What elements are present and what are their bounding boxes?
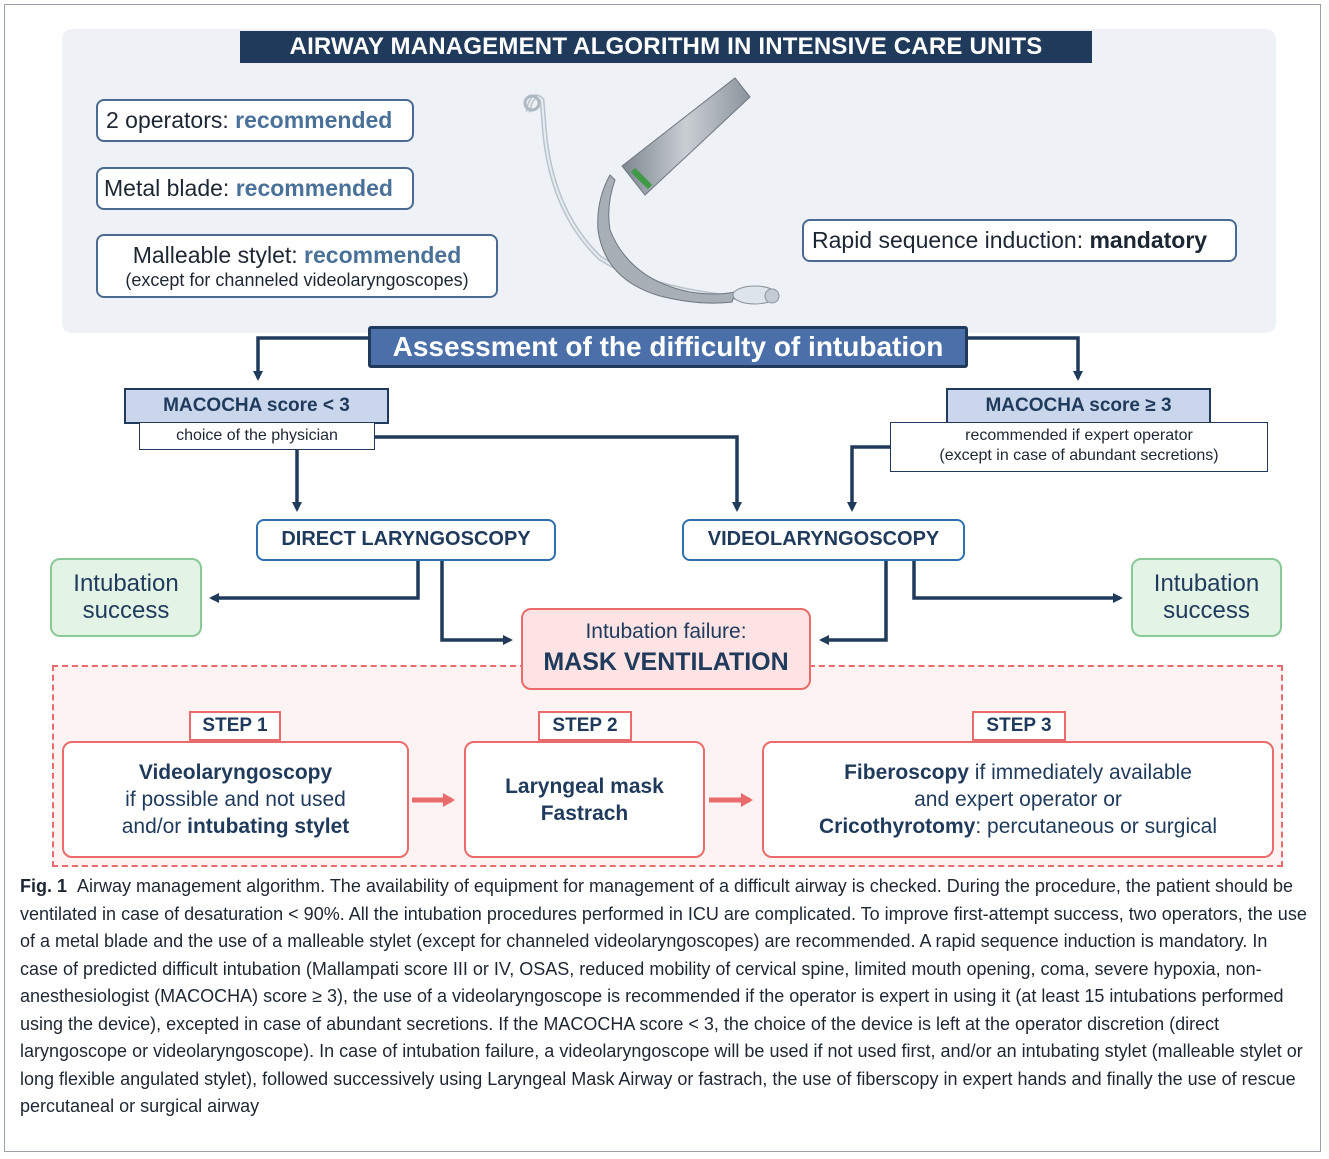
arrow-high-to-video [847,445,890,512]
stylet-pill: Malleable stylet: recommended (except fo… [96,234,498,298]
arrow-video-to-failure [819,561,888,645]
macocha-high-note-line2: (except in case of abundant secretions) [939,447,1219,464]
success-right-line1: Intubation [1153,570,1260,597]
assessment-box: Assessment of the difficulty of intubati… [368,326,968,368]
step1-line3-pre: and/or [121,815,188,838]
arrow-to-macocha-high [968,336,1083,381]
step3-line3-rest: : percutaneous or surgical [975,815,1217,838]
arrow-low-to-video [375,435,742,512]
blade-value: recommended [235,175,393,201]
laryngoscope-illustration [523,77,780,305]
failure-box: Intubation failure: MASK VENTILATION [521,608,811,690]
caption-text: Airway management algorithm. The availab… [20,876,1307,1116]
step3-label: STEP 3 [972,711,1066,741]
step3-line1-rest: if immediately available [968,761,1192,784]
step2-line1: Laryngeal mask [505,774,664,798]
step1-box: Videolaryngoscopy if possible and not us… [62,741,409,858]
macocha-low-note: choice of the physician [139,422,375,450]
direct-laryngoscopy-box: DIRECT LARYNGOSCOPY [256,519,556,561]
step1-line3-bold: intubating stylet [187,815,350,838]
step2-line2: Fastrach [540,801,629,825]
blade-text: Metal blade: [104,175,236,201]
step2-box: Laryngeal mask Fastrach [464,741,705,858]
caption-fig-label: Fig. 1 [20,876,68,896]
rsi-text: Rapid sequence induction: [812,227,1090,253]
operators-pill: 2 operators: recommended [96,99,414,142]
operators-value: recommended [235,107,393,133]
arrow-to-macocha-low [253,336,368,381]
success-right-line2: success [1163,597,1250,624]
operators-text: 2 operators: [106,107,236,133]
stylet-note: (except for channeled videolaryngoscopes… [125,270,469,290]
rsi-pill: Rapid sequence induction: mandatory [802,219,1237,262]
macocha-high-note: recommended if expert operator (except i… [890,422,1268,472]
success-left-line2: success [82,597,170,624]
macocha-high-box: MACOCHA score ≥ 3 [946,388,1211,424]
failure-line1: Intubation failure: [585,620,747,643]
step3-box: Fiberoscopy if immediately available and… [762,741,1274,858]
arrow-direct-to-success [209,561,420,603]
figure-frame [4,4,1321,1152]
arrow-video-to-success [912,561,1123,603]
blade-pill: Metal blade: recommended [96,167,414,210]
step1-label: STEP 1 [189,711,281,741]
step3-line3-bold: Cricothyrotomy [819,815,976,838]
step1-line1: Videolaryngoscopy [138,761,333,784]
diagram-title: AIRWAY MANAGEMENT ALGORITHM IN INTENSIVE… [240,31,1092,63]
stylet-text: Malleable stylet: [132,242,305,268]
macocha-high-note-line1: recommended if expert operator [965,427,1193,444]
figure-caption: Fig. 1 Airway management algorithm. The … [20,873,1310,1121]
step3-line2: and expert operator or [914,788,1122,811]
arrow-direct-to-failure [440,561,513,645]
success-left-box: Intubation success [50,558,202,637]
success-right-box: Intubation success [1131,558,1282,637]
success-left-line1: Intubation [73,570,179,597]
stylet-value: recommended [304,242,462,268]
failure-line2: MASK VENTILATION [543,648,789,676]
videolaryngoscopy-box: VIDEOLARYNGOSCOPY [682,519,965,561]
step1-line2: if possible and not used [125,788,346,811]
rsi-value: mandatory [1089,227,1208,253]
step3-line1-bold: Fiberoscopy [844,761,969,784]
step2-label: STEP 2 [538,711,632,741]
